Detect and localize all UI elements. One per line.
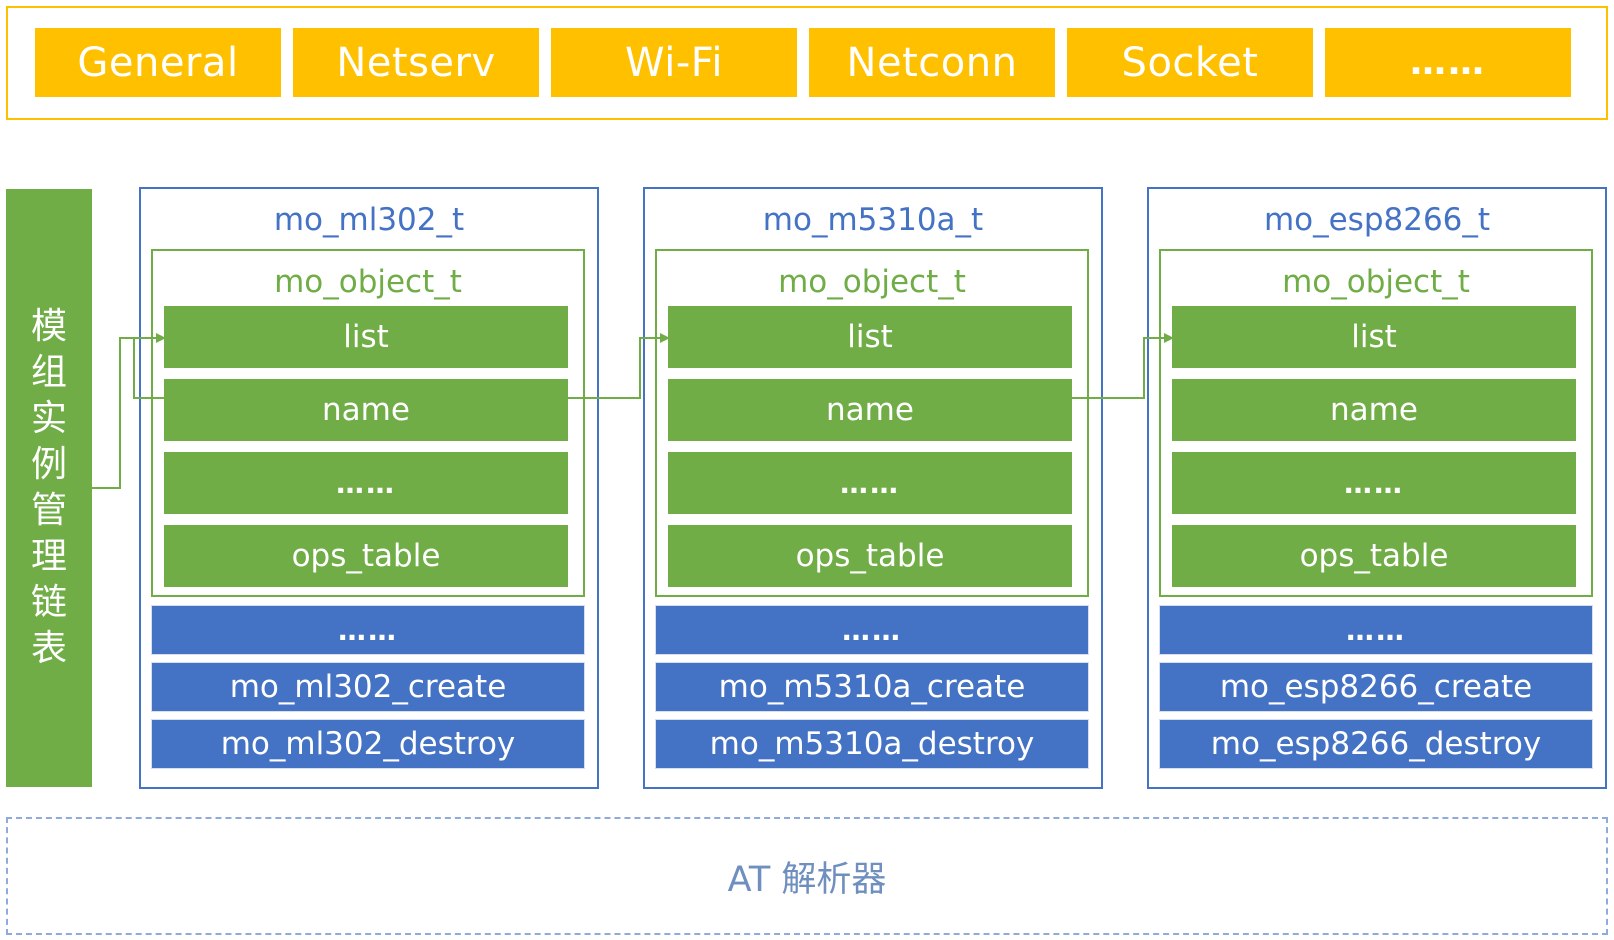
module-title: mo_ml302_t <box>273 202 465 238</box>
op-destroy: mo_m5310a_destroy <box>655 719 1089 769</box>
category-wifi: Wi-Fi <box>551 28 797 97</box>
op-create: mo_esp8266_create <box>1159 662 1593 712</box>
list-label-char: 理 <box>30 536 67 577</box>
field-name: name <box>668 379 1072 441</box>
object-box <box>1159 249 1593 597</box>
list-label-char: 链 <box>30 582 67 623</box>
field-more: …… <box>668 452 1072 514</box>
module-m5310a <box>643 187 1103 789</box>
module-instance-list: 模 组 实 例 管 理 链 表 <box>6 189 92 787</box>
field-more: …… <box>164 452 568 514</box>
op-destroy: mo_esp8266_destroy <box>1159 719 1593 769</box>
category-netconn: Netconn <box>809 28 1055 97</box>
list-label-char: 模 <box>30 306 67 347</box>
category-general: General <box>35 28 281 97</box>
category-netserv: Netserv <box>293 28 539 97</box>
op-destroy: mo_ml302_destroy <box>151 719 585 769</box>
module-title: mo_esp8266_t <box>1263 202 1491 238</box>
list-label-char: 管 <box>30 490 67 531</box>
field-name: name <box>1172 379 1576 441</box>
category-more: …… <box>1325 28 1571 97</box>
field-list: list <box>164 306 568 368</box>
field-list: list <box>668 306 1072 368</box>
module-title: mo_m5310a_t <box>762 202 984 238</box>
at-parser: AT 解析器 <box>6 817 1608 935</box>
op-create: mo_ml302_create <box>151 662 585 712</box>
object-title: mo_object_t <box>274 264 462 300</box>
module-esp8266 <box>1147 187 1607 789</box>
object-title: mo_object_t <box>778 264 966 300</box>
op-more: …… <box>1159 605 1593 655</box>
op-more: …… <box>655 605 1089 655</box>
object-title: mo_object_t <box>1282 264 1470 300</box>
list-label-char: 实 <box>30 398 67 439</box>
list-label-char: 表 <box>30 628 67 669</box>
op-create: mo_m5310a_create <box>655 662 1089 712</box>
object-box <box>655 249 1089 597</box>
field-ops-table: ops_table <box>668 525 1072 587</box>
field-list: list <box>1172 306 1576 368</box>
list-label-char: 组 <box>30 352 67 393</box>
field-more: …… <box>1172 452 1576 514</box>
list-label-char: 例 <box>30 444 67 485</box>
category-bar <box>6 6 1608 120</box>
op-more: …… <box>151 605 585 655</box>
field-ops-table: ops_table <box>1172 525 1576 587</box>
field-name: name <box>164 379 568 441</box>
field-ops-table: ops_table <box>164 525 568 587</box>
category-socket: Socket <box>1067 28 1313 97</box>
